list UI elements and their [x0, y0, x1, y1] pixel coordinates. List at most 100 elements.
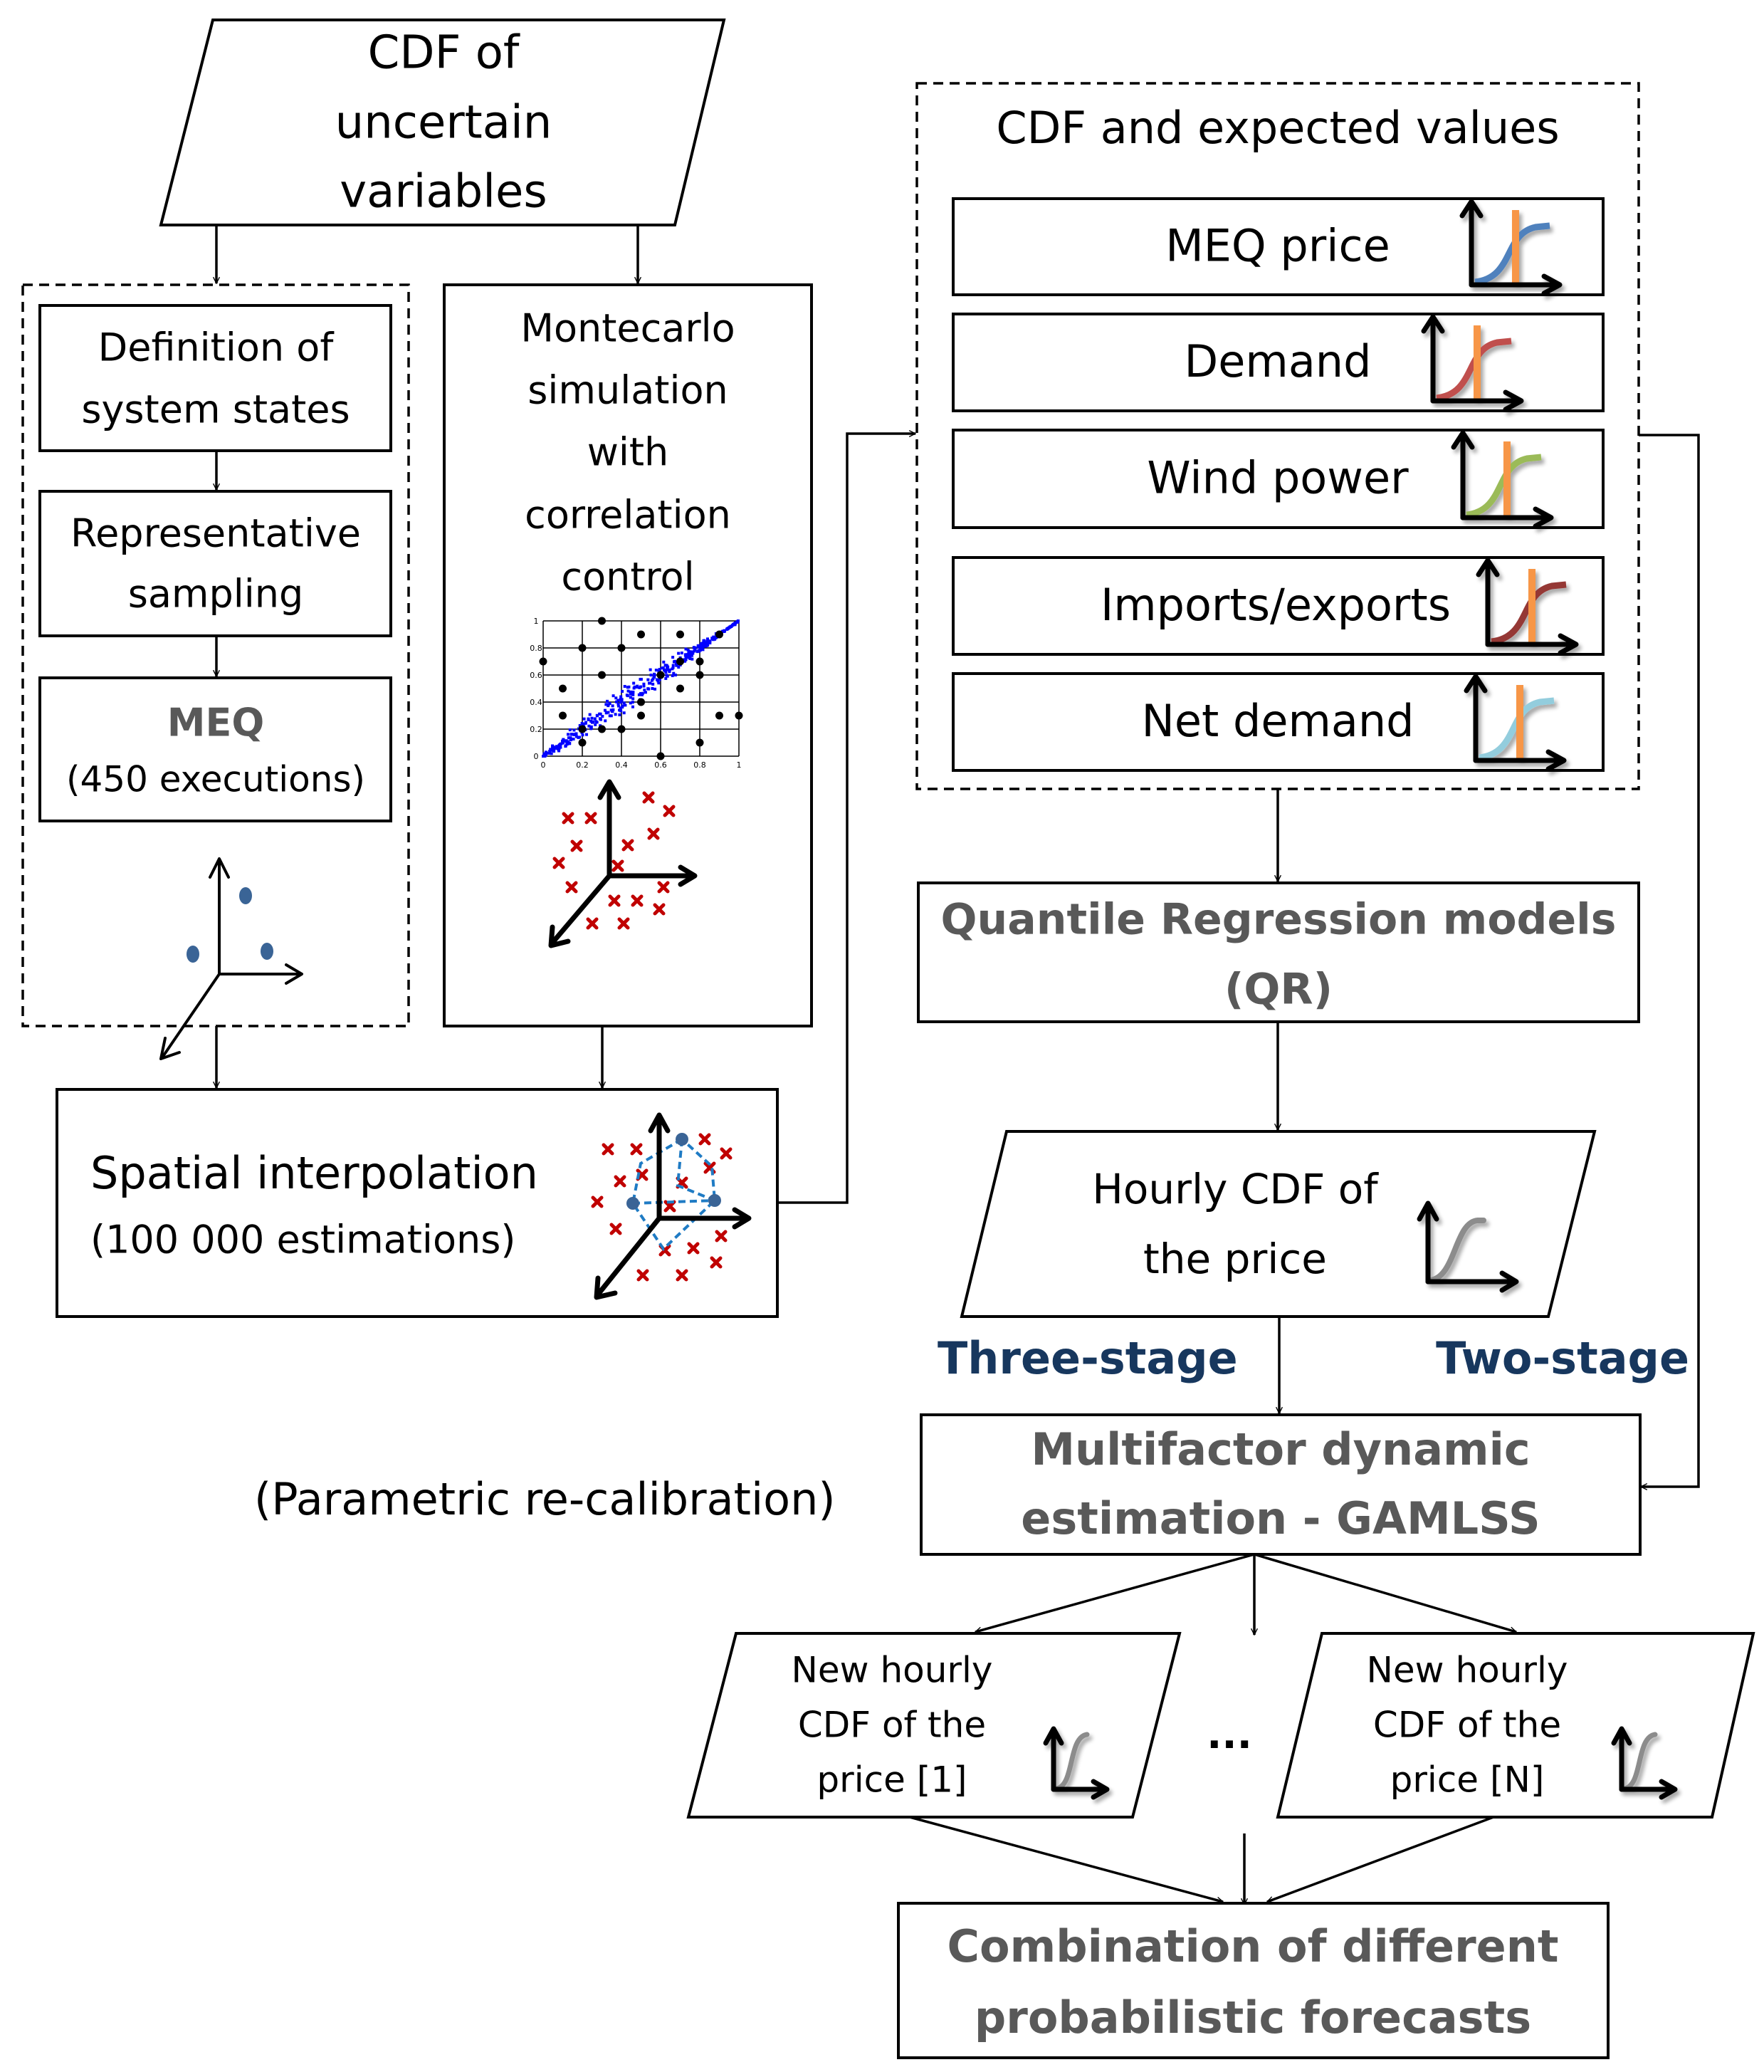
node-text: control [561, 555, 694, 600]
scatter-point-correlated [700, 642, 703, 645]
scatter-point-correlated [643, 689, 646, 692]
scatter-point-grid [695, 738, 704, 747]
node-text: sampling [128, 572, 304, 617]
node-text: price [1] [817, 1759, 967, 1801]
scatter-point-correlated [695, 650, 699, 654]
scatter-point-correlated [584, 733, 588, 736]
scatter-point-correlated [619, 698, 622, 701]
scatter-point-correlated [608, 714, 611, 718]
scatter-point-correlated [644, 691, 647, 694]
scatter-point-grid [676, 657, 684, 666]
cdf-curve [1466, 454, 1542, 518]
scatter-point-correlated [581, 723, 584, 726]
estimation-cross [653, 903, 666, 916]
scatter-point-correlated [549, 748, 552, 751]
cdf-curve [1479, 697, 1555, 761]
scatter-point-correlated [706, 642, 710, 645]
scatter-point-correlated [574, 735, 578, 738]
estimation-cross [710, 1256, 723, 1269]
scatter-point-correlated [590, 716, 594, 720]
node-subtitle: (100 000 estimations) [90, 1218, 515, 1262]
scatter-point-correlated [667, 669, 671, 672]
scatter-point-grid [637, 630, 645, 639]
scatter-point-correlated [658, 678, 661, 681]
scatter-point-correlated [664, 670, 668, 674]
cdf-curve-icon [1417, 1200, 1519, 1293]
scatter-point-correlated [629, 692, 632, 696]
scatter-point-correlated [701, 642, 705, 645]
estimation-cross [586, 917, 599, 930]
scatter-point-correlated [593, 717, 597, 721]
cdf-curve [1436, 338, 1512, 402]
estimation-cross [657, 881, 670, 894]
scatter-point-correlated [605, 711, 609, 714]
scatter-point-grid [656, 752, 665, 760]
scatter-point-correlated [584, 721, 588, 724]
node-text: CDF of the [798, 1705, 986, 1746]
cdf-item-label: Wind power [1147, 452, 1409, 504]
scatter-point-correlated [626, 694, 629, 698]
estimation-cross [642, 791, 655, 804]
estimation-cross [614, 1175, 626, 1188]
scatter-point-correlated [611, 709, 614, 713]
scatter-point-correlated [683, 659, 686, 663]
scatter-point-correlated [552, 748, 555, 752]
y-tick-label: 1 [534, 617, 539, 626]
scatter-point-correlated [608, 702, 611, 706]
estimation-cross [611, 859, 624, 872]
cdf-item-meq-price: MEQ price [952, 197, 1605, 296]
scatter-point-correlated [592, 720, 595, 723]
estimation-cross [608, 894, 621, 907]
scatter-point-correlated [729, 624, 733, 628]
scatter-point-correlated [587, 724, 591, 728]
scatter-point-correlated [542, 755, 545, 758]
scatter-point-correlated [721, 629, 725, 633]
scatter-point-grid [695, 657, 704, 666]
node-text: Representative [70, 511, 361, 556]
cdf-item-imports-exports: Imports/exports [952, 556, 1605, 656]
scatter-point-correlated [604, 703, 608, 706]
scatter-point-correlated [572, 728, 576, 732]
scatter-point-grid [695, 671, 704, 679]
scatter-point-correlated [673, 659, 677, 663]
scatter-point-correlated [631, 701, 634, 704]
scatter-point-grid [578, 644, 587, 652]
scatter-point-grid [598, 671, 606, 679]
scatter-point-correlated [609, 714, 613, 718]
three-stage-label: Three-stage [938, 1332, 1238, 1384]
scatter-point-correlated [618, 713, 621, 716]
scatter-point-correlated [651, 677, 655, 681]
scatter-point-correlated [623, 684, 626, 688]
scatter-point-correlated [649, 674, 653, 677]
scatter-point-correlated [666, 674, 669, 678]
y-tick-label: 0 [534, 752, 539, 761]
scatter-point-correlated [603, 708, 607, 712]
scatter-point-correlated [713, 637, 717, 641]
arrow [1254, 1553, 1516, 1632]
scatter-point-correlated [693, 649, 697, 652]
scatter-point-correlated [555, 745, 558, 748]
scatter-point-correlated [723, 629, 727, 632]
scatter-point-correlated [674, 661, 678, 665]
node-text: (QR) [1224, 965, 1333, 1015]
cdf-curve-icon [1611, 1726, 1678, 1800]
scatter-point-correlated [705, 641, 708, 644]
scatter-point-grid [656, 671, 665, 679]
scatter-point-correlated [666, 666, 669, 669]
new-hourly-cdf-n-node: New hourly CDF of the price [N] [1276, 1632, 1755, 1819]
scatter-point-correlated [713, 636, 717, 639]
scatter-point-correlated [688, 654, 691, 657]
scatter-point-grid [676, 630, 684, 639]
scatter-point-correlated [567, 740, 570, 743]
scatter-point-correlated [572, 733, 576, 736]
scatter-point-correlated [599, 718, 603, 721]
scatter-point-correlated [691, 657, 694, 661]
scatter-point-correlated [577, 736, 580, 739]
x-tick-label: 0.4 [615, 760, 628, 770]
x-tick-label: 0.6 [654, 760, 667, 770]
scatter-point-correlated [631, 705, 635, 708]
node-text: uncertain [335, 97, 552, 150]
scatter-point-correlated [631, 697, 635, 701]
estimation-cross [663, 805, 676, 817]
scatter-point-correlated [726, 627, 730, 631]
